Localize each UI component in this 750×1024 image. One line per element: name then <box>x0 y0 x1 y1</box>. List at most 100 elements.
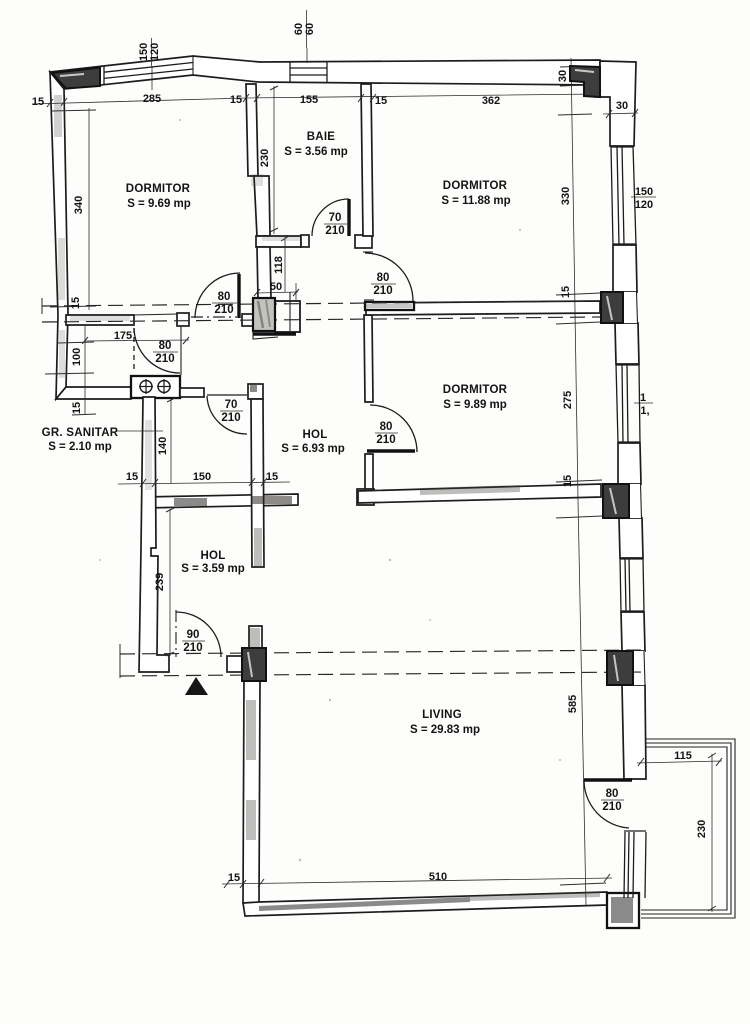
dim-tick <box>253 288 261 297</box>
room-name-dormitor2: DORMITOR <box>443 180 508 192</box>
wall-jamb-cap <box>176 312 190 327</box>
window-glazing-line <box>616 145 620 246</box>
wall-jamb-cap <box>300 234 310 248</box>
door-size-7-width: 80 <box>606 788 619 800</box>
window-glazing-line <box>621 363 624 444</box>
window-glazing-line <box>615 363 619 444</box>
room-area-dormitor2: S = 11.88 mp <box>441 195 510 207</box>
shaft-symbol-2 <box>157 379 171 394</box>
smudge <box>420 485 520 495</box>
dim-top-2: 15 <box>230 94 242 106</box>
speck <box>99 559 101 561</box>
door-grsanitar-upper <box>133 327 181 374</box>
window-glazing-line <box>103 61 194 73</box>
entrance-marker-triangle <box>185 677 208 695</box>
window-glazing-line <box>644 831 647 899</box>
smudge <box>174 498 207 506</box>
column-entrance <box>241 647 267 682</box>
window-right-1 <box>610 145 637 246</box>
dim-corridor-140: 140 <box>157 437 169 455</box>
dim-tick <box>707 752 717 759</box>
dim-tick <box>151 478 159 488</box>
door-size-6-height: 210 <box>183 642 202 654</box>
wall-stub-grsanitar <box>179 387 205 398</box>
window-glazing-line <box>610 145 614 246</box>
smudge <box>251 174 263 186</box>
columns <box>49 64 634 923</box>
dim-right-585: 585 <box>567 695 579 713</box>
shaft-symbol-1 <box>139 379 153 394</box>
dim-tick <box>57 341 95 344</box>
window-right-2 <box>615 363 641 444</box>
wall-baie-right <box>360 83 374 237</box>
speck <box>429 619 431 621</box>
wall-line <box>639 483 643 519</box>
wall-right-seg5 <box>618 517 644 559</box>
dim-tick <box>71 413 97 416</box>
dim-top-right-30: 30 <box>616 100 628 112</box>
dim-left-15b: 15 <box>71 402 83 414</box>
dim-tick <box>242 93 250 103</box>
speck <box>558 758 562 762</box>
dimension-line <box>221 877 613 885</box>
dim-tick <box>260 477 268 487</box>
door-dormitor2 <box>364 252 414 302</box>
dim-tick <box>60 97 68 107</box>
window-glazing-line <box>627 831 630 899</box>
door-baie <box>311 198 351 237</box>
door-label-balcony: 80 210 <box>601 788 624 813</box>
scan-streak <box>265 299 271 328</box>
dimension-lines <box>31 10 723 912</box>
smudge <box>470 892 600 901</box>
wall-jamb-cap <box>354 234 373 249</box>
door-arc <box>364 252 414 302</box>
dim-baie-230: 230 <box>259 149 271 167</box>
wall-dormitor3-left-upper <box>363 314 374 403</box>
dim-50: 50 <box>270 281 282 293</box>
door-balcony <box>583 778 632 829</box>
dim-tick <box>257 878 265 888</box>
wall-line <box>641 742 732 915</box>
door-label-baie: 70 210 <box>324 212 347 237</box>
dim-balcony-230: 230 <box>696 820 708 838</box>
column-top-right <box>569 64 601 99</box>
dim-left-15a: 15 <box>70 297 82 309</box>
smudge <box>250 628 260 647</box>
axis-dash-line <box>41 300 601 307</box>
door-arc <box>583 779 630 829</box>
smudge <box>54 95 62 137</box>
dimension-line <box>117 481 291 485</box>
door-size-4-width: 80 <box>380 421 393 433</box>
dim-tick <box>139 478 147 488</box>
wall-line <box>641 738 736 919</box>
smudge <box>58 238 65 300</box>
wall-right-seg4 <box>617 442 642 485</box>
speck <box>328 698 332 702</box>
wall-line <box>635 291 639 324</box>
column-top-left <box>49 66 101 90</box>
dim-tick <box>357 93 365 103</box>
dim-tick <box>637 757 645 767</box>
column-right-1 <box>600 291 624 324</box>
dim-tick <box>269 227 279 233</box>
door-size-5-width: 70 <box>225 399 238 411</box>
wall-corridor-right <box>250 398 265 568</box>
wall-gap-3 <box>632 651 645 685</box>
door-size-2-width: 70 <box>329 212 342 224</box>
room-name-dormitor1: DORMITOR <box>126 183 191 195</box>
door-label-dormitor1: 80 210 <box>212 291 237 316</box>
door-arc <box>133 327 181 374</box>
wall-top-exterior <box>48 55 601 90</box>
dim-tick <box>182 336 190 345</box>
window-top-left <box>103 61 194 85</box>
wall-line <box>641 746 728 911</box>
wall-line <box>252 331 279 340</box>
dimension-line <box>256 291 299 294</box>
labels: DORMITOR S = 9.69 mp BAIE S = 3.56 mp DO… <box>32 23 708 884</box>
smudge <box>145 420 152 490</box>
window-label-top-left: 150 120 <box>138 43 161 61</box>
wall-dormitor3-left-lower <box>364 453 374 493</box>
room-area-dormitor3: S = 9.89 mp <box>443 399 507 411</box>
